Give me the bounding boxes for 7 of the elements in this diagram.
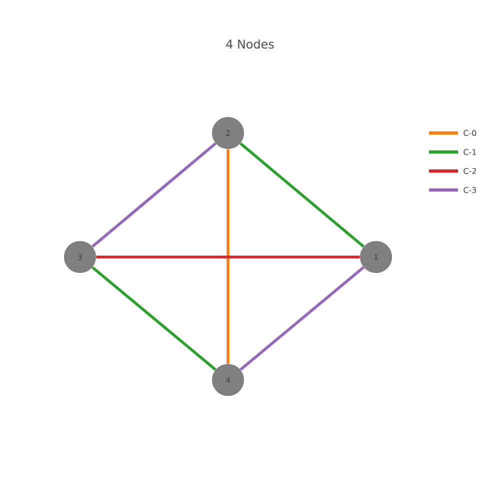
edge-line xyxy=(226,149,230,364)
edge-line xyxy=(240,142,364,248)
chart-title: 4 Nodes xyxy=(226,39,274,49)
edge-line xyxy=(240,266,364,371)
edge-line xyxy=(92,266,216,371)
edge-line xyxy=(92,142,216,248)
edge-line xyxy=(96,256,360,258)
